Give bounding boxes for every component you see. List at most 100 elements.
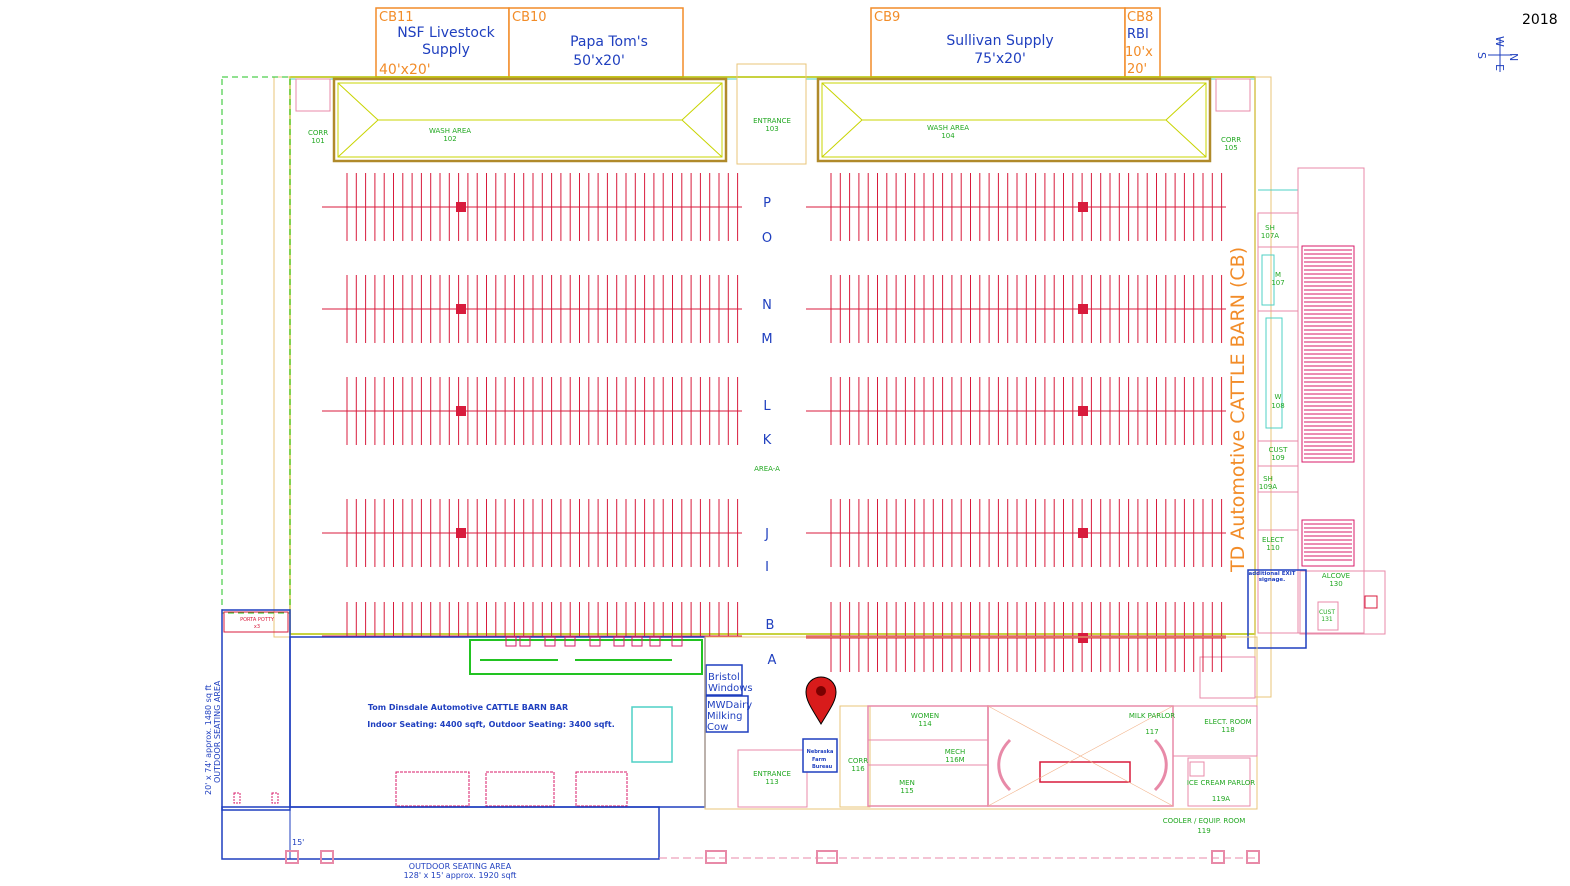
svg-text:113: 113	[765, 778, 778, 786]
booth-name: RBI	[1127, 27, 1149, 42]
svg-text:128' x 15' approx. 1920 sqft: 128' x 15' approx. 1920 sqft	[404, 871, 517, 880]
svg-text:103: 103	[765, 125, 778, 133]
booth-cb11[interactable]: CB11 NSF Livestock Supply 40'x20'	[375, 7, 510, 78]
svg-text:116M: 116M	[945, 756, 964, 764]
south-building	[704, 636, 1258, 810]
aisle-b: B	[766, 618, 775, 633]
alcove-area	[1299, 570, 1386, 635]
barn-title: TD Automotive CATTLE BARN (CB)	[1227, 247, 1249, 573]
svg-text:ENTRANCE: ENTRANCE	[753, 770, 791, 778]
vendor-bristol-windows[interactable]: Bristol Windows	[705, 664, 753, 696]
svg-text:SH: SH	[1265, 224, 1275, 232]
compass-n: N	[1507, 53, 1520, 61]
room-corr-105: CORR 105	[1215, 78, 1251, 152]
east-room-labels: SH 107A M 107 W 108 CUST 109 SH 109A ELE…	[1259, 224, 1350, 623]
svg-text:118: 118	[1221, 726, 1234, 734]
svg-text:Windows: Windows	[708, 683, 753, 694]
booth-code: CB10	[512, 10, 547, 25]
bar-title: Tom Dinsdale Automotive CATTLE BARN BAR	[368, 703, 568, 712]
svg-text:107: 107	[1271, 279, 1284, 287]
bleachers	[1301, 245, 1355, 567]
svg-text:additional EXIT: additional EXIT	[1249, 571, 1296, 577]
compass-e: E	[1493, 64, 1506, 71]
booth-size-2: 20'	[1127, 62, 1147, 77]
svg-text:Bureau: Bureau	[812, 764, 833, 770]
svg-text:W: W	[1275, 393, 1282, 401]
booth-name: NSF Livestock	[397, 25, 495, 41]
svg-text:WASH AREA: WASH AREA	[927, 124, 969, 132]
svg-text:107A: 107A	[1261, 232, 1279, 240]
svg-text:SH: SH	[1263, 475, 1273, 483]
aisle-j: J	[764, 527, 769, 542]
svg-text:102: 102	[443, 135, 456, 143]
svg-text:Bristol: Bristol	[708, 672, 740, 683]
svg-text:ELECT: ELECT	[1262, 536, 1285, 544]
svg-text:OUTDOOR SEATING AREA: OUTDOOR SEATING AREA	[213, 680, 222, 783]
booth-size: 50'x20'	[573, 53, 625, 69]
svg-text:COOLER / EQUIP. ROOM: COOLER / EQUIP. ROOM	[1163, 817, 1246, 825]
svg-text:108: 108	[1271, 402, 1284, 410]
svg-text:109A: 109A	[1259, 483, 1277, 491]
vendor-nebraska-farm-bureau[interactable]: Nebraska Farm Bureau	[802, 738, 838, 773]
svg-text:109: 109	[1271, 454, 1284, 462]
outdoor-seating-south[interactable]: 15' OUTDOOR SEATING AREA 128' x 15' appr…	[221, 806, 660, 880]
east-service-rooms	[1257, 167, 1365, 634]
compass-rose: N S W E	[1475, 36, 1520, 72]
svg-text:131: 131	[1321, 616, 1333, 623]
booth-name: Papa Tom's	[570, 34, 648, 50]
svg-text:CORR: CORR	[1221, 136, 1241, 144]
svg-text:MWDairy: MWDairy	[707, 700, 752, 711]
dim-15: 15'	[292, 838, 304, 847]
svg-text:130: 130	[1329, 580, 1342, 588]
svg-text:WOMEN: WOMEN	[911, 712, 939, 720]
bottom-doors	[285, 850, 1260, 864]
svg-text:ELECT. ROOM: ELECT. ROOM	[1204, 718, 1251, 726]
svg-text:MECH: MECH	[945, 748, 966, 756]
booth-code: CB9	[874, 10, 900, 25]
year-label: 2018	[1522, 12, 1558, 28]
vendor-mw-dairy-milking-cow[interactable]: MWDairy Milking Cow	[705, 695, 752, 733]
aisle-k: K	[763, 433, 772, 448]
booth-cb9[interactable]: CB9 Sullivan Supply 75'x20'	[870, 7, 1126, 78]
booth-name: Sullivan Supply	[946, 33, 1053, 49]
booth-code: CB8	[1127, 10, 1153, 25]
svg-text:105: 105	[1224, 144, 1237, 152]
svg-text:CUST: CUST	[1269, 446, 1288, 454]
booth-size: 10'x	[1125, 45, 1153, 60]
svg-text:MILK PARLOR: MILK PARLOR	[1129, 712, 1175, 720]
svg-text:ALCOVE: ALCOVE	[1322, 572, 1350, 580]
south-room-labels: ENTRANCE 113 CORR 116 WOMEN 114 MECH 116…	[753, 712, 1255, 835]
svg-text:115: 115	[900, 787, 913, 795]
location-pin-icon[interactable]	[805, 676, 837, 725]
booth-size: 75'x20'	[974, 51, 1026, 67]
room-wash-area-104: WASH AREA 104	[816, 77, 1212, 163]
aisle-m: M	[761, 332, 772, 347]
booth-size: 40'x20'	[379, 62, 431, 78]
aisle-o: O	[762, 231, 772, 246]
svg-text:signage.: signage.	[1259, 577, 1285, 583]
svg-text:ICE CREAM PARLOR: ICE CREAM PARLOR	[1187, 779, 1255, 787]
room-entrance-103[interactable]: ENTRANCE 103	[753, 117, 791, 133]
exit-signage-note: additional EXIT signage.	[1247, 569, 1307, 649]
svg-text:MEN: MEN	[899, 779, 915, 787]
booth-cb8[interactable]: CB8 RBI 10'x 20'	[1124, 7, 1161, 78]
svg-text:CORR: CORR	[848, 757, 868, 765]
aisle-i: I	[765, 560, 769, 575]
bar-seating: Indoor Seating: 4400 sqft, Outdoor Seati…	[367, 720, 615, 729]
svg-text:119A: 119A	[1212, 795, 1230, 803]
aisle-p: P	[763, 196, 771, 211]
svg-text:PORTA POTTY: PORTA POTTY	[240, 617, 275, 623]
aisle-l: L	[763, 399, 771, 414]
svg-text:M: M	[1275, 271, 1281, 279]
svg-text:104: 104	[941, 132, 955, 140]
booth-cb10[interactable]: CB10 Papa Tom's 50'x20'	[508, 7, 684, 78]
svg-text:ENTRANCE: ENTRANCE	[753, 117, 791, 125]
svg-text:CUST: CUST	[1319, 609, 1335, 616]
area-a-label: AREA-A	[754, 465, 780, 473]
booth-code: CB11	[379, 10, 414, 25]
room-wash-area-102: WASH AREA 102	[332, 77, 728, 163]
svg-text:116: 116	[851, 765, 865, 773]
svg-text:119: 119	[1197, 827, 1210, 835]
